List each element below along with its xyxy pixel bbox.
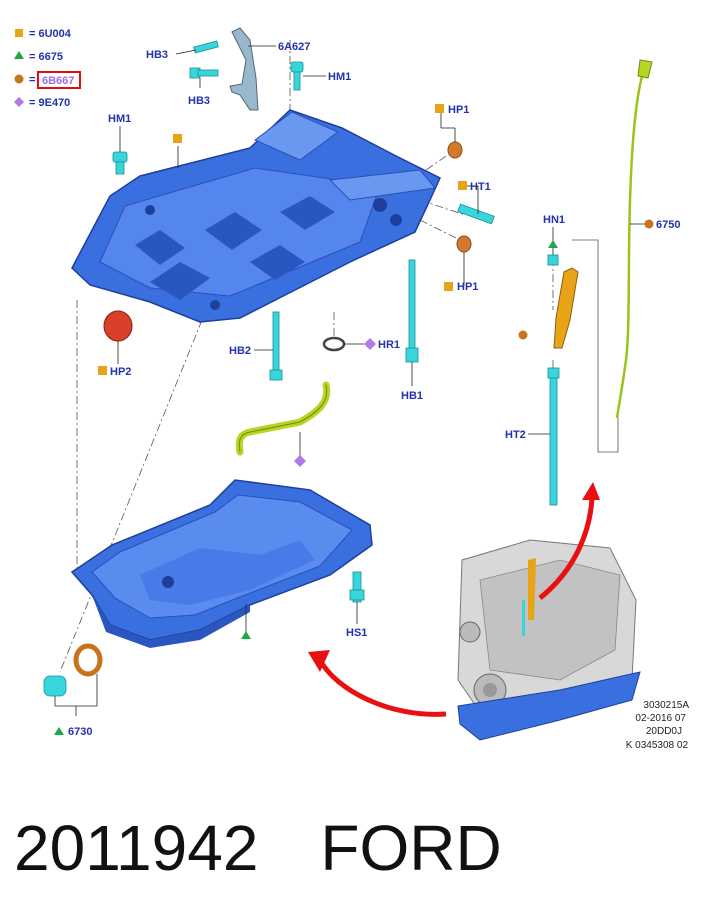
legend-diamond-icon — [14, 97, 24, 107]
bolt-ht2 — [549, 374, 558, 506]
callout-hp2: HP2 — [110, 366, 131, 378]
marker-triangle-icon — [54, 727, 64, 735]
callout-hm1-top: HM1 — [328, 71, 351, 83]
marker-circle-icon — [644, 219, 654, 229]
marker-square-icon — [458, 181, 467, 190]
lower-oil-pan — [70, 479, 373, 648]
callout-hm1-left: HM1 — [108, 113, 131, 125]
marker-triangle-icon — [241, 631, 251, 639]
legend-code-2: 6675 — [38, 51, 62, 63]
marker-square-icon — [435, 104, 444, 113]
drain-plug-6730 — [43, 675, 67, 697]
bolts — [43, 40, 560, 697]
legend-circle-icon — [14, 74, 24, 84]
callout-6a627: 6A627 — [278, 41, 310, 53]
callout-hb2: HB2 — [229, 345, 251, 357]
callout-ht1: HT1 — [470, 181, 491, 193]
callout-6730: 6730 — [68, 726, 92, 738]
legend-highlight-box — [37, 71, 81, 89]
bolt-hb3-mid — [197, 69, 219, 77]
leader-lines — [54, 45, 645, 716]
callout-6750: 6750 — [656, 219, 680, 231]
upper-oil-pan — [71, 109, 441, 323]
bolt-hm1-top-shank — [293, 71, 301, 91]
callout-hb1: HB1 — [401, 390, 423, 402]
bolt-ht1 — [457, 203, 495, 225]
svg-text:=: = — [29, 74, 35, 86]
washer-6730 — [73, 643, 103, 677]
engine-illustration — [457, 539, 641, 741]
part-number: 2011942 — [14, 812, 259, 884]
plug-hp1-top — [447, 141, 463, 159]
marker-square-icon — [98, 366, 107, 375]
oil-pickup-tube — [235, 381, 331, 456]
callout-labels: HB3 6A627 HM1 HB3 HM1 HP1 HT1 HP1 HP2 HB… — [68, 41, 680, 738]
bracket-6a627 — [229, 27, 259, 111]
legend-code-1: 6U004 — [38, 28, 71, 40]
plug-hp1-bottom — [456, 235, 472, 253]
svg-text:= 6U004: = 6U004 — [29, 28, 72, 40]
plug-hp2 — [103, 310, 133, 342]
legend-code-3: 6B667 — [42, 75, 74, 87]
illustration-code-block: 3030215A 02-2016 07 20DD0J K 0345308 02 — [626, 700, 690, 751]
brand-name: FORD — [320, 812, 502, 884]
illustration-code-2: 02-2016 07 — [635, 713, 686, 724]
bracket-line — [572, 239, 619, 453]
bolt-hb3-top — [193, 40, 219, 54]
marker-diamond-icon — [364, 338, 376, 350]
legend-code-4: 9E470 — [38, 97, 70, 109]
callout-ht2: HT2 — [505, 429, 526, 441]
dipstick-6750 — [615, 65, 647, 419]
illustration-code-1: 3030215A — [643, 700, 689, 711]
marker-square-icon — [444, 282, 453, 291]
part-caption: 2011942 FORD — [14, 808, 694, 888]
svg-text:= 6675: = 6675 — [29, 51, 63, 63]
marker-square-icon — [173, 134, 182, 143]
marker-diamond-icon — [294, 455, 306, 467]
arrow-to-dipstick — [538, 497, 595, 600]
callout-hn1: HN1 — [543, 214, 565, 226]
marker-triangle-icon — [548, 240, 558, 248]
bolt-hm1-left-shank — [115, 161, 125, 175]
legend-square-icon — [15, 29, 23, 37]
callout-hs1: HS1 — [346, 627, 367, 639]
callout-markers — [54, 104, 654, 735]
bolt-hm1-left-head — [112, 151, 128, 163]
callout-hb3-top: HB3 — [146, 49, 168, 61]
red-arrows — [308, 482, 600, 717]
legend: = 6U004 = 6675 = 6B667 = 9E470 — [14, 28, 81, 109]
bolt-hb2 — [272, 311, 280, 373]
callout-hp1-top: HP1 — [448, 104, 469, 116]
dipstick-tube — [553, 267, 579, 349]
svg-text:= 9E470: = 9E470 — [29, 97, 70, 109]
bolt-hn1 — [547, 254, 559, 266]
callout-hr1: HR1 — [378, 339, 400, 351]
callout-hp1-bottom: HP1 — [457, 281, 478, 293]
arrow-to-oil-pan — [317, 658, 447, 717]
callout-hb3-mid: HB3 — [188, 95, 210, 107]
gasket-hr1 — [322, 336, 346, 352]
legend-triangle-icon — [14, 51, 24, 59]
illustration-code-3: 20DD0J — [646, 726, 682, 737]
bolt-hb1 — [408, 259, 416, 351]
bolt-hm1-top-head — [290, 61, 304, 73]
illustration-code-4: K 0345308 02 — [626, 740, 689, 751]
